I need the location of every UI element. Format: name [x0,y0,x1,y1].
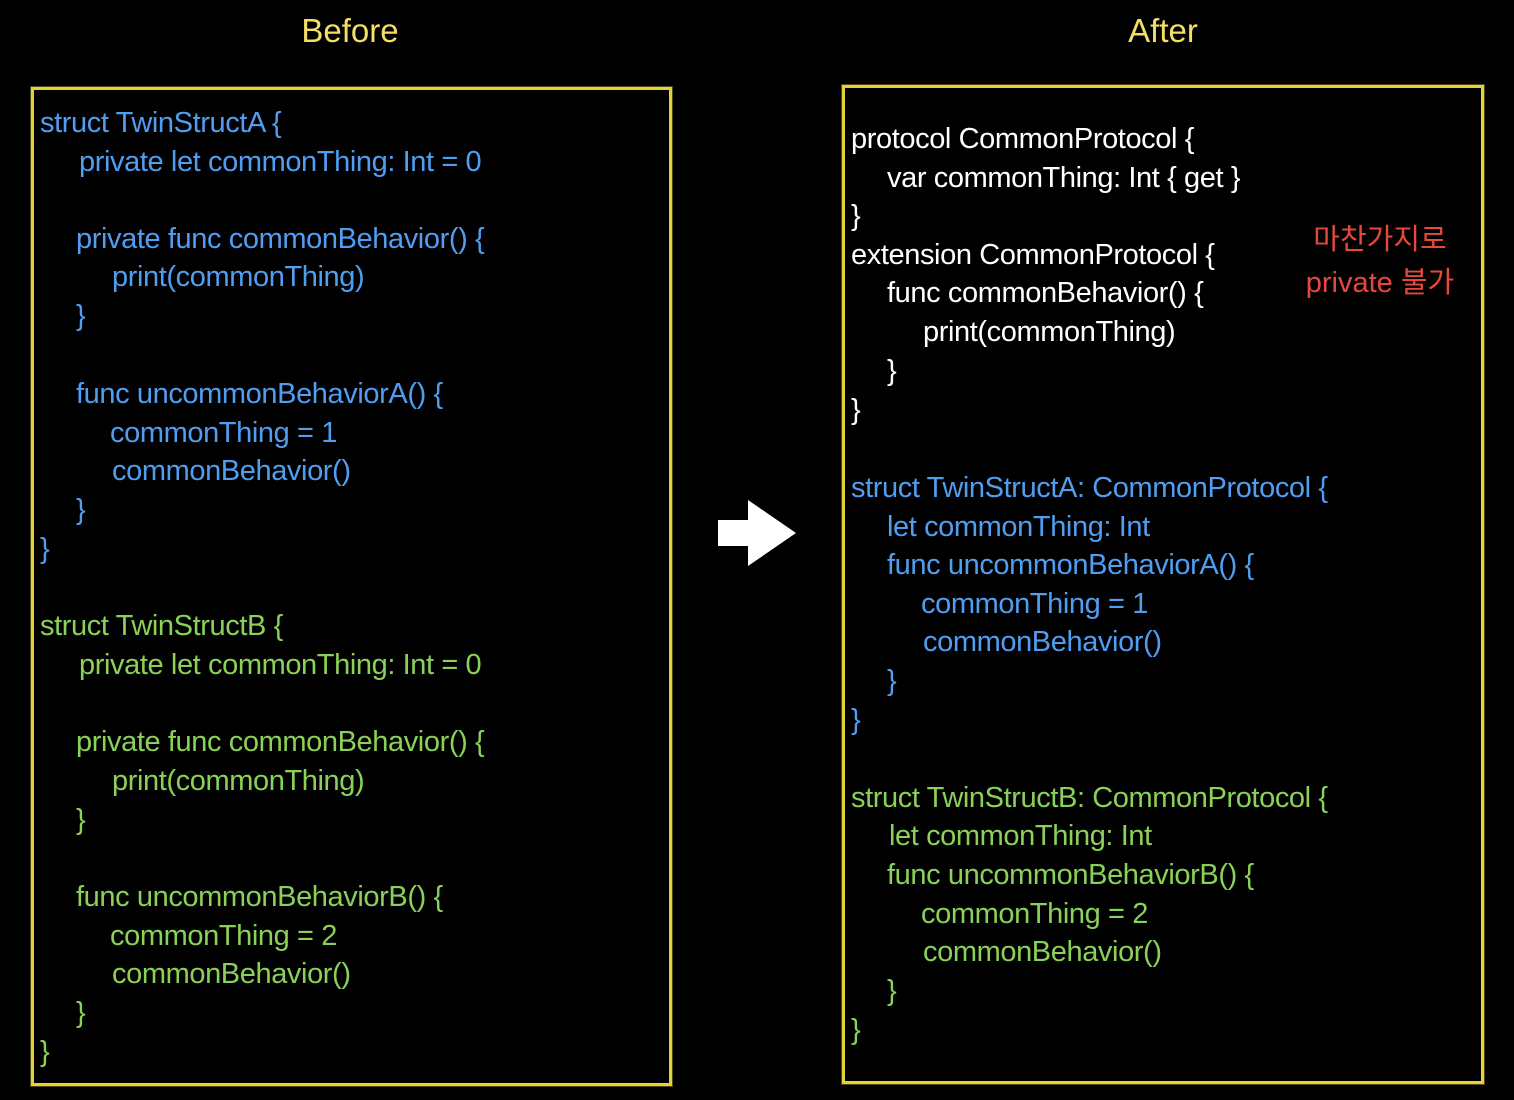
code-line: private let commonThing: Int = 0 [79,649,482,681]
after-code-box [842,85,1484,1084]
code-line: func uncommonBehaviorA() { [76,378,443,410]
code-line: struct TwinStructA { [40,107,282,139]
code-line: private let commonThing: Int = 0 [79,146,482,178]
code-line: } [887,665,897,697]
before-code-box [31,87,672,1086]
code-line: protocol CommonProtocol { [851,123,1194,155]
code-line: func commonBehavior() { [887,277,1204,309]
code-line: commonThing = 1 [921,588,1148,620]
before-heading: Before [301,12,399,49]
code-line: print(commonThing) [112,261,365,293]
code-line: commonBehavior() [923,936,1162,968]
code-line: private func commonBehavior() { [76,223,485,255]
code-line: let commonThing: Int [889,820,1152,852]
code-line: commonBehavior() [112,455,351,487]
code-line: } [851,1014,861,1046]
code-line: } [851,394,861,426]
right-arrow-icon [718,500,796,566]
code-line: print(commonThing) [923,316,1176,348]
code-line: private func commonBehavior() { [76,726,485,758]
code-line: } [887,975,897,1007]
code-line: print(commonThing) [112,765,365,797]
code-line: let commonThing: Int [887,511,1150,543]
code-line: func uncommonBehaviorB() { [76,881,443,913]
code-line: } [851,200,861,232]
code-line: commonBehavior() [112,958,351,990]
code-line: } [76,494,86,526]
code-line: commonThing = 2 [921,898,1148,930]
code-line: extension CommonProtocol { [851,239,1215,271]
after-heading: After [1128,12,1198,49]
code-line: func uncommonBehaviorB() { [887,859,1254,891]
code-line: struct TwinStructA: CommonProtocol { [851,472,1328,504]
code-line: } [76,804,86,836]
code-line: } [76,300,86,332]
code-line: var commonThing: Int { get } [887,162,1241,194]
code-line: } [76,997,86,1029]
code-line: } [40,1036,50,1068]
code-line: func uncommonBehaviorA() { [887,549,1254,581]
code-line: commonThing = 2 [110,920,337,952]
code-line: } [851,704,861,736]
code-line: } [887,355,897,387]
code-line: commonThing = 1 [110,417,337,449]
annotation-note-line1: 마찬가지로 [1313,224,1447,256]
code-line: } [40,533,50,565]
code-line: struct TwinStructB { [40,610,283,642]
annotation-note-line2: private 불가 [1305,267,1455,299]
code-line: struct TwinStructB: CommonProtocol { [851,782,1328,814]
code-line: commonBehavior() [923,626,1162,658]
